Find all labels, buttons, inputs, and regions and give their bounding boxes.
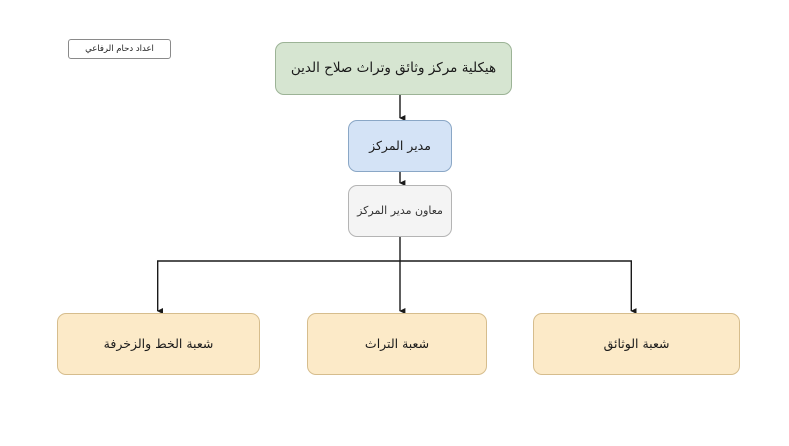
author-note-text: اعداد دحام الرفاعي bbox=[85, 44, 154, 54]
author-note-box: اعداد دحام الرفاعي bbox=[68, 39, 171, 59]
node-label-director: مدير المركز bbox=[369, 137, 431, 153]
node-label-division-documents: شعبة الوثائق bbox=[603, 335, 670, 351]
node-center-structure-title[interactable]: هيكلية مركز وثائق وتراث صلاح الدين bbox=[275, 42, 512, 95]
node-division-documents[interactable]: شعبة الوثائق bbox=[533, 313, 740, 375]
node-label-division-heritage: شعبة التراث bbox=[364, 335, 430, 351]
node-assistant-director[interactable]: معاون مدير المركز bbox=[348, 185, 452, 237]
node-division-calligraphy[interactable]: شعبة الخط والزخرفة bbox=[57, 313, 260, 375]
node-label-title: هيكلية مركز وثائق وتراث صلاح الدين bbox=[290, 60, 497, 77]
node-label-division-calligraphy: شعبة الخط والزخرفة bbox=[103, 335, 214, 351]
node-center-director[interactable]: مدير المركز bbox=[348, 120, 452, 172]
node-division-heritage[interactable]: شعبة التراث bbox=[307, 313, 487, 375]
node-label-assistant: معاون مدير المركز bbox=[357, 203, 443, 217]
